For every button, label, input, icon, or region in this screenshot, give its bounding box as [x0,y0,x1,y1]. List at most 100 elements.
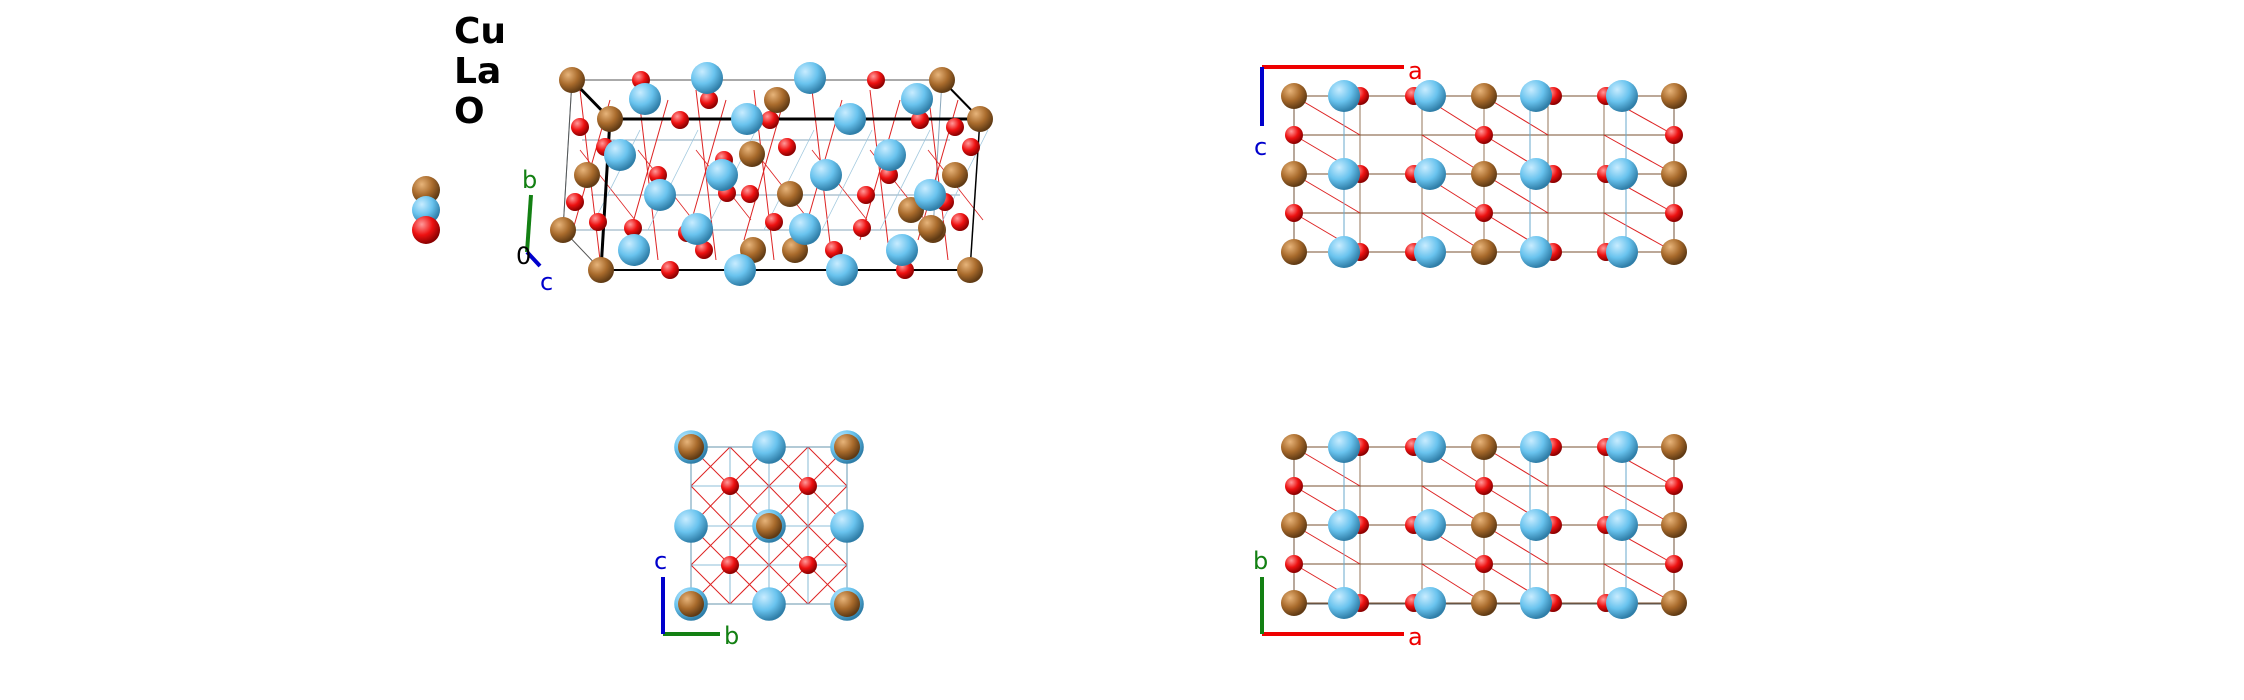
cu-atom [739,141,765,167]
la-atom [1520,236,1552,268]
ab-atoms [1281,431,1687,619]
la-atom [752,587,786,621]
element-legend: Cu La O [412,11,506,244]
axis-b-label: b [724,622,739,650]
bond [859,99,901,241]
la-atom [810,159,842,191]
cu-atom [777,181,803,207]
legend-label-cu: Cu [454,11,506,52]
o-atom [1665,477,1683,495]
la-atom [1606,509,1638,541]
la-atom [691,62,723,94]
bond [1603,212,1675,253]
cu-atom [764,87,790,113]
cu-atom [1661,512,1687,538]
bond [647,129,699,231]
o-atom [799,556,817,574]
o-atom [765,213,783,231]
bond [1603,134,1675,175]
legend-o-ball [412,216,440,244]
cu-atom [1661,239,1687,265]
la-atom [724,254,756,286]
cu-atom [967,106,993,132]
la-atom [1520,587,1552,619]
cu-atom [588,257,614,283]
o-atom [1475,204,1493,222]
la-atom [1414,158,1446,190]
legend-label-la: La [454,51,501,92]
la-atom [1520,158,1552,190]
o-atom [700,91,718,109]
la-atom [914,179,946,211]
cu-atom [574,162,600,188]
la-atom [1606,587,1638,619]
cu-atom [1471,590,1497,616]
cu-atom [678,434,704,460]
axis-b-label: b [522,166,537,194]
la-atom [1328,509,1360,541]
o-atom [589,213,607,231]
o-atom [721,556,739,574]
o-atom [778,138,796,156]
o-atom [566,193,584,211]
cu-atom [1471,239,1497,265]
o-atom [1285,204,1303,222]
cu-atom [756,513,782,539]
cu-atom [929,67,955,93]
o-atom [661,261,679,279]
axis-c-label: c [540,268,553,296]
o-atom [624,219,642,237]
axis-b-label: b [1253,547,1268,575]
bond [879,129,931,231]
o-atom [671,111,689,129]
la-atom [1606,236,1638,268]
cu-atom [597,106,623,132]
cu-atom [1661,83,1687,109]
la-atom [1606,80,1638,112]
la-atom [1520,80,1552,112]
la-atom [1414,236,1446,268]
legend-cu-ball [412,176,440,204]
cu-atom [1281,239,1307,265]
legend-label-o: O [454,91,485,132]
cu-atom [834,434,860,460]
la-atom [681,213,713,245]
cu-atom [550,217,576,243]
la-atom [789,213,821,245]
la-atom [901,83,933,115]
cu-atom [1661,161,1687,187]
cu-atom [1471,83,1497,109]
la-atom [1328,80,1360,112]
la-atom [886,234,918,266]
perspective-axis-triad: b c 0 [516,166,553,296]
cu-atom [559,67,585,93]
la-atom [830,509,864,543]
o-atom [1285,126,1303,144]
la-atom [752,430,786,464]
o-atom [951,213,969,231]
la-atom [834,103,866,135]
bond [690,446,731,487]
o-atom [1285,477,1303,495]
axis-c-label: c [654,547,667,575]
ac-atoms [1281,80,1687,268]
view-projection-bc: b c [654,430,864,650]
axis-c-line [525,250,542,268]
cu-atom [1661,590,1687,616]
legend-la-ball [412,196,440,224]
o-atom [1475,477,1493,495]
o-atom [911,111,929,129]
la-atom [604,139,636,171]
la-atom [1606,158,1638,190]
o-atom [721,477,739,495]
cu-atom [1281,161,1307,187]
ab-axis-triad: a b [1253,547,1423,651]
la-atom [644,179,676,211]
la-atom [1414,587,1446,619]
cu-atom [1471,434,1497,460]
cu-atom [678,591,704,617]
cu-atom [834,591,860,617]
la-atom [1414,80,1446,112]
axis-a-label: a [1408,57,1423,85]
